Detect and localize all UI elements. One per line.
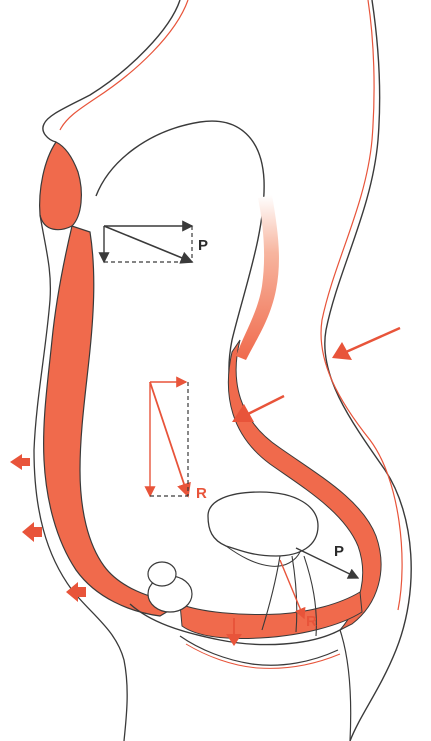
spine-band [236, 195, 279, 360]
label-p-top: P [198, 237, 208, 254]
back-outline [325, 0, 411, 741]
pressure-arrow-front-1 [10, 454, 30, 470]
bladder [208, 492, 318, 556]
label-r-bottom: R [306, 613, 317, 630]
posterior-wall [228, 340, 381, 630]
vector-diagram-mid [150, 382, 188, 496]
breast [40, 142, 82, 230]
label-r-mid: R [196, 485, 207, 502]
shoulder-outline-red [60, 0, 188, 130]
shoulder-outline [43, 0, 180, 142]
pressure-arrow-back-1 [332, 328, 400, 360]
vector-r-bottom [280, 560, 304, 618]
vector-diagram-top [104, 226, 192, 262]
abdominal-wall [44, 226, 180, 616]
perineum-outline [180, 636, 338, 665]
label-p-bottom: P [334, 543, 344, 560]
pressure-arrow-front-2 [22, 522, 42, 542]
organ-ellipse-2 [148, 562, 176, 586]
vector-p-bottom [296, 548, 358, 578]
lower-outline [340, 630, 351, 741]
